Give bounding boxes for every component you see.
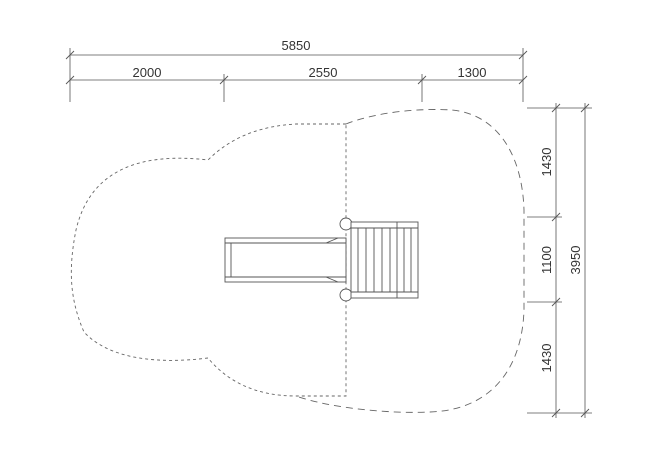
segment-width-label-2: 2550: [309, 65, 338, 80]
segment-depth-label-3: 1430: [539, 344, 554, 373]
overall-depth-label: 3950: [568, 246, 583, 275]
safety-zone-outline: [70, 109, 525, 413]
slide-chute: [224, 237, 347, 283]
post-bottom: [339, 288, 353, 302]
slide: [224, 237, 347, 283]
platform-tower: [339, 217, 419, 302]
segment-depth-label-1: 1430: [539, 148, 554, 177]
segment-depth-label-2: 1100: [539, 246, 554, 274]
top-dimension-chain: 5850 2000 2550 1300: [65, 38, 528, 102]
left-safety-zone: [70, 123, 347, 397]
platform-deck: [350, 221, 419, 299]
overall-width-label: 5850: [282, 38, 311, 53]
segment-width-label-1: 2000: [133, 65, 162, 80]
right-safety-zone: [295, 109, 525, 413]
right-dimension-chain: 1430 1100 1430 3950: [527, 103, 592, 418]
segment-width-label-3: 1300: [458, 65, 487, 80]
post-top: [339, 217, 353, 231]
